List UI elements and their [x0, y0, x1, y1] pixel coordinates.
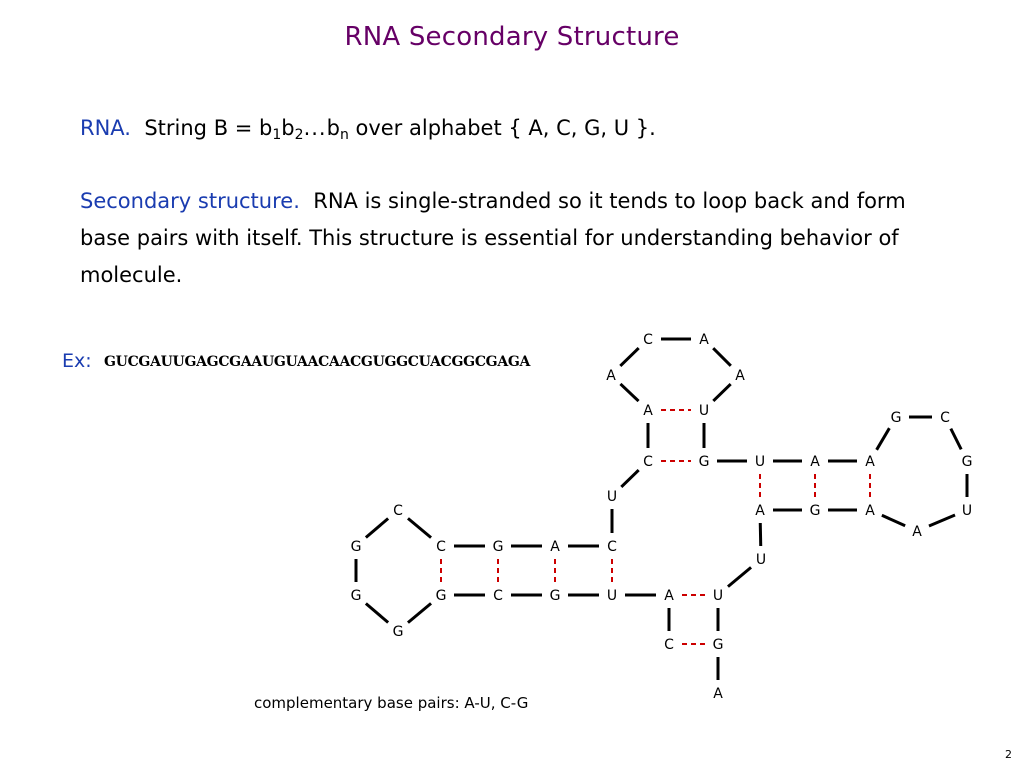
- nucleotide-4: A: [643, 403, 653, 419]
- backbone-bond: [949, 427, 963, 451]
- subscript-1: 1: [272, 127, 282, 143]
- nucleotide-30: G: [550, 588, 561, 604]
- nucleotide-19: U: [607, 489, 617, 505]
- nucleotide-11: G: [891, 410, 902, 426]
- nucleotide-16: A: [755, 503, 765, 519]
- nucleotide-15: A: [912, 524, 922, 540]
- nucleotide-9: A: [810, 454, 820, 470]
- ellipsis: ...: [303, 116, 327, 140]
- nucleotide-17: G: [810, 503, 821, 519]
- backbone-bond: [928, 513, 956, 528]
- nucleotide-1: A: [699, 332, 709, 348]
- nucleotide-20: U: [756, 552, 766, 568]
- page-number: 2: [1005, 748, 1012, 761]
- nucleotide-18: A: [865, 503, 875, 519]
- backbone-bond: [712, 347, 732, 367]
- nucleotide-6: C: [643, 454, 653, 470]
- string-text-a: String B = b: [144, 116, 273, 140]
- nucleotide-32: G: [393, 624, 404, 640]
- secondary-structure-definition: Secondary structure. RNA is single-stran…: [80, 183, 960, 294]
- backbone-bond: [881, 513, 906, 528]
- subscript-n: n: [339, 127, 349, 143]
- nucleotide-23: C: [436, 539, 446, 555]
- nucleotide-33: A: [664, 588, 674, 604]
- nucleotide-31: U: [607, 588, 617, 604]
- rna-definition: RNA. String B = b1b2...bn over alphabet …: [80, 110, 960, 147]
- secondary-structure-term: Secondary structure.: [80, 189, 300, 213]
- backbone-bond: [364, 517, 390, 539]
- nucleotide-8: U: [755, 454, 765, 470]
- nucleotide-10: A: [865, 454, 875, 470]
- backbone-bond: [407, 602, 432, 624]
- nucleotide-13: G: [962, 454, 973, 470]
- nucleotide-28: G: [436, 588, 447, 604]
- backbone-bond: [620, 468, 640, 489]
- string-text-d: over alphabet { A, C, G, U }.: [348, 116, 656, 140]
- nucleotide-0: C: [643, 332, 653, 348]
- backbone-bond: [407, 517, 432, 539]
- nucleotide-14: U: [962, 503, 972, 519]
- example-sequence: GUCGAUUGAGCGAAUGUAACAACGUGGCUACGGCGAGA: [104, 354, 531, 370]
- nucleotide-24: G: [493, 539, 504, 555]
- example-label: Ex:: [62, 350, 92, 372]
- subscript-2: 2: [294, 127, 304, 143]
- string-text-b: b: [281, 116, 295, 140]
- string-text-c: b: [326, 116, 340, 140]
- nucleotide-34: U: [713, 588, 723, 604]
- backbone-bond: [619, 382, 640, 403]
- backbone-bond: [619, 346, 640, 368]
- backbone-bond: [727, 566, 752, 588]
- nucleotide-7: G: [699, 454, 710, 470]
- nucleotide-3: A: [735, 368, 745, 384]
- backbone-bond: [712, 382, 732, 403]
- nucleotide-12: C: [940, 410, 950, 426]
- nucleotide-22: G: [351, 539, 362, 555]
- secondary-structure-text: RNA is single-stranded so it tends to lo…: [80, 189, 906, 287]
- slide-title: RNA Secondary Structure: [344, 22, 680, 52]
- nucleotide-25: A: [550, 539, 560, 555]
- nucleotide-37: A: [713, 686, 723, 702]
- nucleotide-5: U: [699, 403, 709, 419]
- nucleotide-26: C: [607, 539, 617, 555]
- nucleotide-27: G: [351, 588, 362, 604]
- nucleotide-36: G: [713, 637, 724, 653]
- nucleotide-29: C: [493, 588, 503, 604]
- backbone-bond: [875, 427, 891, 451]
- nucleotide-35: C: [664, 637, 674, 653]
- base-pairs-caption: complementary base pairs: A-U, C-G: [254, 694, 529, 712]
- nucleotide-21: C: [393, 503, 403, 519]
- backbone-bond: [364, 602, 390, 624]
- nucleotide-2: A: [606, 368, 616, 384]
- rna-term: RNA.: [80, 116, 131, 140]
